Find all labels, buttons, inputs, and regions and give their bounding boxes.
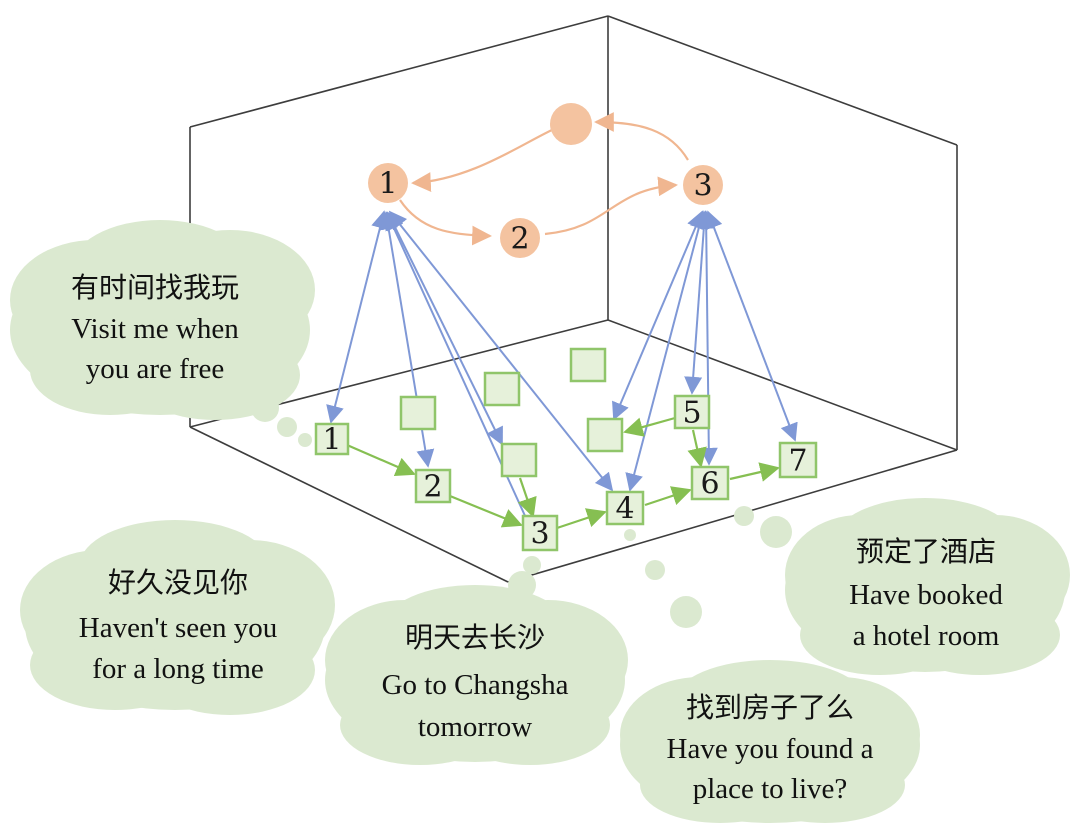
bubble-4-chinese: 找到房子了么 xyxy=(686,691,854,724)
bubble-4-english-line2: place to live? xyxy=(693,773,848,805)
floor-node-5: 5 xyxy=(673,394,711,431)
top-node-2-label: 2 xyxy=(510,222,529,257)
bubble-changsha: 明天去长沙 Go to Changsha tomorrow xyxy=(325,556,628,765)
bubble-hotel: 预定了酒店 Have booked a hotel room xyxy=(734,498,1070,675)
floor-node-empty-5 xyxy=(586,417,624,453)
edge-top-2-to-3 xyxy=(544,176,678,236)
edge-floor5-e5 xyxy=(623,416,676,437)
top-node-1-label: 1 xyxy=(378,167,397,202)
floor-node-6-label: 6 xyxy=(700,467,719,502)
floor-node-3: 3 xyxy=(521,514,559,552)
bubble-3-english-line1: Go to Changsha xyxy=(382,669,569,701)
top-cycle-edges xyxy=(399,112,689,246)
edge-floor1-floor2 xyxy=(346,443,416,477)
bubble-visit-me: 有时间找我玩 Visit me when you are free xyxy=(10,220,315,447)
floor-node-6: 6 xyxy=(690,465,730,502)
edge-floor1-top1 xyxy=(326,210,389,424)
top-node-2: 2 xyxy=(500,218,540,258)
floor-node-5-label: 5 xyxy=(682,396,701,431)
box-edge-right-top xyxy=(607,15,958,146)
edge-e4-floor3 xyxy=(517,477,537,518)
floor-node-1: 1 xyxy=(314,423,350,458)
bubble-2-english-line2: for a long time xyxy=(92,653,264,685)
bubble-havent-seen: 好久没见你 Haven't seen you for a long time xyxy=(20,520,335,715)
bubble-5-chinese: 预定了酒店 xyxy=(856,535,996,568)
floor-node-1-label: 1 xyxy=(322,423,341,458)
edge-floor3-floor4 xyxy=(556,508,607,530)
top-node-4 xyxy=(550,103,592,145)
floor-node-2: 2 xyxy=(414,468,452,505)
edge-top-4-to-1 xyxy=(411,129,553,192)
floor-node-empty-1 xyxy=(399,395,437,431)
bubble-2-english-line1: Haven't seen you xyxy=(79,612,278,644)
edge-floor6-floor7 xyxy=(729,462,780,482)
edge-floor4-top1 xyxy=(388,210,614,492)
floor-nodes: 1 2 3 4 5 6 7 xyxy=(314,347,818,552)
edge-e5-top3 xyxy=(612,210,704,421)
bubble-5-english-line1: Have booked xyxy=(849,579,1003,611)
top-node-3: 3 xyxy=(683,165,723,205)
bubble-2-chinese: 好久没见你 xyxy=(108,566,248,599)
bubble-1-english-line1: Visit me when xyxy=(71,313,239,345)
edge-floor5-top3 xyxy=(684,210,713,395)
top-nodes: 1 2 3 xyxy=(368,103,723,258)
floor-node-empty-3 xyxy=(569,347,607,383)
bubble-3-chinese: 明天去长沙 xyxy=(405,621,545,654)
bubble-3-english-line2: tomorrow xyxy=(418,711,532,743)
top-node-1: 1 xyxy=(368,163,408,203)
floor-node-4: 4 xyxy=(605,490,645,527)
bubble-4-english-line1: Have you found a xyxy=(667,733,874,765)
floor-node-3-label: 3 xyxy=(530,517,549,552)
box-edge-floor-right xyxy=(507,449,958,583)
edge-floor5-floor6 xyxy=(687,429,707,468)
box-edge-back-top xyxy=(189,15,609,128)
top-node-3-label: 3 xyxy=(693,169,712,204)
floor-node-4-label: 4 xyxy=(615,492,634,527)
box-edge-floor-left xyxy=(189,426,509,583)
thought-bubbles: 有时间找我玩 Visit me when you are free 好久没见你 … xyxy=(10,220,1070,823)
edge-floor7-top3 xyxy=(705,210,798,442)
edge-floor4-floor6 xyxy=(644,486,692,507)
floor-node-7: 7 xyxy=(778,441,818,479)
edge-floor2-floor3 xyxy=(449,494,523,528)
bubble-5-english-line2: a hotel room xyxy=(853,620,1000,652)
floor-node-empty-4 xyxy=(500,442,538,478)
green-path-edges xyxy=(346,416,780,530)
floor-node-2-label: 2 xyxy=(423,470,442,505)
edge-top-1-to-2 xyxy=(399,199,492,246)
floor-node-empty-2 xyxy=(483,371,521,407)
box-edge-floor-back-right xyxy=(607,319,958,451)
bubble-1-english-line2: you are free xyxy=(86,353,224,385)
edge-top-3-to-4 xyxy=(594,112,689,161)
bubble-found-place: 找到房子了么 Have you found a place to live? xyxy=(620,529,920,823)
floor-node-7-label: 7 xyxy=(788,444,807,479)
bubble-1-chinese: 有时间找我玩 xyxy=(71,271,239,304)
